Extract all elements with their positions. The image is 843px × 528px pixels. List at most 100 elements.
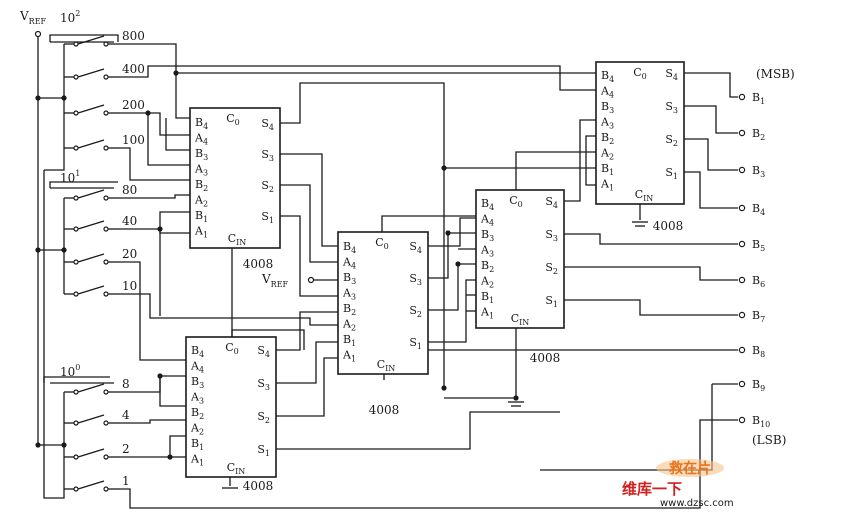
chip-pin-label: S3 (665, 100, 678, 115)
output-terminal (738, 129, 746, 137)
junction-dot (445, 230, 451, 236)
wire (49, 34, 119, 42)
switch-weight-label: 10 (122, 279, 137, 293)
wire (585, 135, 596, 186)
switch-contact (103, 291, 109, 297)
chip-pin-label: B1 (481, 290, 494, 305)
switch-weight-label: 20 (122, 247, 137, 261)
chip-body (475, 189, 565, 329)
switch-contact (103, 226, 109, 232)
wire (43, 170, 65, 499)
output-label-b6: B6 (752, 274, 765, 289)
chip-body (185, 336, 277, 478)
chip-pin-label: A4 (600, 85, 614, 100)
chip-pin-label: B4 (601, 69, 614, 84)
decade-label: 101 (60, 169, 80, 185)
chip-pin-label: B2 (195, 178, 208, 193)
wire (428, 263, 476, 311)
chip-carry-in-label: CIN (377, 358, 396, 373)
switch-contact (73, 291, 79, 297)
wire (280, 184, 338, 263)
wire (120, 112, 190, 136)
chip-pin-label: A2 (600, 147, 614, 162)
chip-pin-label: B3 (191, 375, 204, 390)
switch-weight-label: 80 (122, 183, 137, 197)
switch-weight-label: 1 (122, 474, 130, 488)
chip-body (189, 107, 281, 249)
wire (280, 82, 445, 388)
switch-weight-label: 8 (122, 377, 130, 391)
switch-contact (73, 74, 79, 80)
output-terminal (738, 204, 746, 212)
wire (684, 171, 738, 209)
chip-pin-label: A1 (194, 225, 208, 240)
switch-contact (103, 389, 109, 395)
wire (120, 261, 186, 361)
chip-pin-label: S4 (545, 195, 558, 210)
output-terminal (738, 380, 746, 388)
switch-contact (103, 74, 109, 80)
output-terminal (738, 93, 746, 101)
chip-pin-label: B4 (481, 197, 494, 212)
chip-pin-label: S4 (665, 67, 678, 82)
chip-pin-label: A1 (600, 178, 614, 193)
wire (276, 411, 560, 450)
wire (159, 229, 190, 234)
chip-pin-label: B4 (191, 344, 204, 359)
chip-pin-label: B3 (195, 147, 208, 162)
wire (564, 299, 738, 316)
chip-pin-label: B2 (481, 259, 494, 274)
wire (44, 148, 65, 171)
output-terminal (738, 166, 746, 174)
chip-pin-label: B1 (343, 333, 356, 348)
chip-pin-label: S3 (545, 228, 558, 243)
watermark-brand-text: 维库一下 (622, 480, 682, 498)
chip-pin-label: A4 (190, 360, 204, 375)
wire (276, 311, 338, 351)
chip-carry-in-label: CIN (635, 188, 654, 203)
chip-pin-label: S2 (409, 304, 422, 319)
chip-pin-label: S3 (261, 148, 274, 163)
wire (120, 147, 190, 181)
output-label-b7: B7 (752, 309, 765, 324)
chip-pin-label: S4 (261, 117, 274, 132)
wire (231, 329, 305, 350)
switch-contact (103, 454, 109, 460)
chip-pin-label: B1 (195, 209, 208, 224)
chip-pin-label: S4 (257, 344, 270, 359)
switch-blade (77, 285, 105, 295)
vref-label: VREF (19, 9, 47, 26)
output-label-b9: B9 (752, 378, 765, 393)
chip-pin-label: S2 (665, 133, 678, 148)
chip-pin-label: B3 (601, 100, 614, 115)
wire (684, 72, 738, 98)
output-label-b5: B5 (752, 238, 765, 253)
chip-carry-out-label: C0 (225, 341, 239, 356)
chip-pin-label: B4 (195, 116, 208, 131)
wire (515, 151, 596, 190)
output-terminal (738, 276, 746, 284)
output-terminal (738, 311, 746, 319)
junction-dot (513, 395, 519, 401)
wire (175, 73, 190, 119)
wire (159, 376, 186, 407)
chip-body (337, 231, 429, 375)
chip-pin-label: A3 (600, 116, 614, 131)
switch-contact (103, 259, 109, 265)
switch-blade (77, 35, 105, 45)
msb-label: (MSB) (756, 67, 795, 81)
switch-contact (73, 389, 79, 395)
switch-weight-label: 800 (122, 29, 145, 43)
chip-name: 4008 (243, 257, 274, 271)
chip-pin-label: S2 (545, 261, 558, 276)
wires (35, 34, 738, 509)
decade-label: 102 (60, 9, 80, 25)
chip-carry-out-label: C0 (633, 66, 647, 81)
watermark-url: www.dzsc.com (660, 498, 734, 509)
chip-pin-label: A2 (194, 194, 208, 209)
